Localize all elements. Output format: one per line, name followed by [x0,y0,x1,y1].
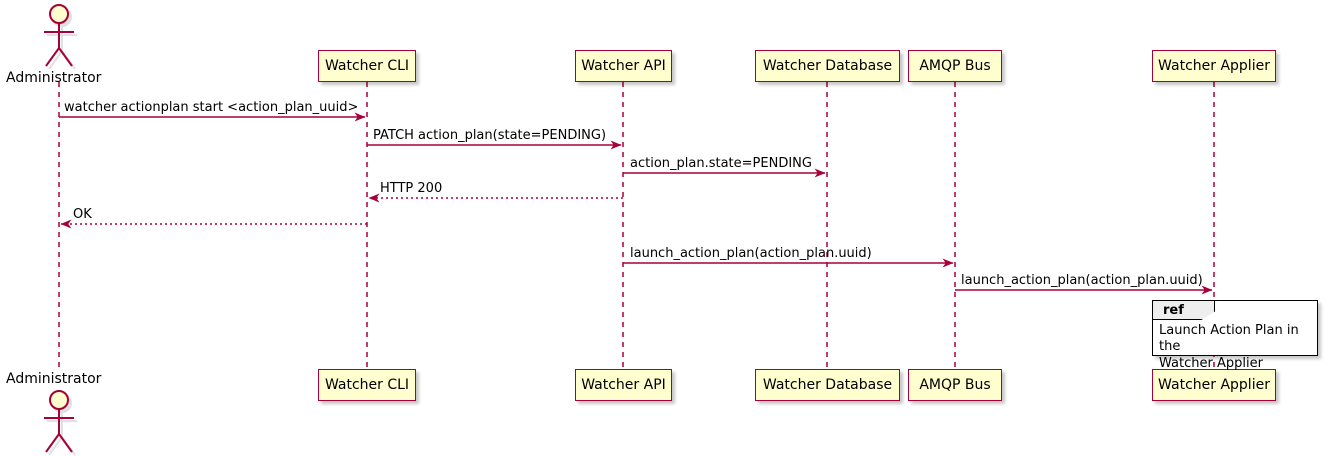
participant-label: Watcher CLI [324,58,410,74]
participant-box-watcher-database[interactable]: Watcher Database [755,369,900,401]
message-label-msg-6: launch_action_plan(action_plan.uuid) [630,246,872,261]
participant-box-amqp-bus[interactable]: AMQP Bus [908,50,1002,82]
actor-leg-left [45,47,60,67]
actor-figures-group [44,4,77,456]
actor-label-administrator[interactable]: Administrator [6,371,102,387]
participant-label: Watcher Database [762,58,893,74]
actor-figure-administrator [44,390,74,453]
participant-box-amqp-bus[interactable]: AMQP Bus [908,369,1002,401]
fragment-tab-label: ref [1153,301,1215,320]
participant-label: Watcher Applier [1158,377,1270,393]
actor-head [49,390,69,410]
message-arrows-group [59,112,1213,295]
fragment-body-text: Launch Action Plan in the Watcher Applie… [1159,323,1299,371]
actor-leg-left [45,433,60,453]
message-label-msg-2: PATCH action_plan(state=PENDING) [373,128,607,143]
participant-box-watcher-applier[interactable]: Watcher Applier [1152,369,1276,401]
message-label-msg-1: watcher actionplan start <action_plan_uu… [64,100,359,115]
message-label-msg-3: action_plan.state=PENDING [630,156,812,171]
participant-label: AMQP Bus [919,58,991,74]
message-label-msg-4: HTTP 200 [380,181,443,196]
participant-label: Watcher Database [762,377,893,393]
lifelines-group [58,82,1215,369]
actor-figure-administrator [44,4,74,67]
message-label-msg-5: OK [73,207,92,222]
participant-box-watcher-applier[interactable]: Watcher Applier [1152,50,1276,82]
participant-box-watcher-database[interactable]: Watcher Database [755,50,900,82]
participant-label: AMQP Bus [919,377,991,393]
participant-label: Watcher API [581,58,666,74]
actor-leg-right [58,433,73,453]
participant-box-watcher-cli[interactable]: Watcher CLI [318,369,416,401]
participant-box-watcher-api[interactable]: Watcher API [575,50,672,82]
actor-leg-right [58,47,73,67]
actor-label-administrator[interactable]: Administrator [6,70,102,86]
participant-label: Watcher Applier [1158,58,1270,74]
participant-label: Watcher API [581,377,666,393]
message-label-msg-7: launch_action_plan(action_plan.uuid) [961,273,1203,288]
actor-head [49,4,69,24]
actor-leg-left [48,50,63,70]
participant-box-watcher-api[interactable]: Watcher API [575,369,672,401]
participant-box-watcher-cli[interactable]: Watcher CLI [318,50,416,82]
actor-leg-left [48,436,63,456]
participant-label: Watcher CLI [324,377,410,393]
